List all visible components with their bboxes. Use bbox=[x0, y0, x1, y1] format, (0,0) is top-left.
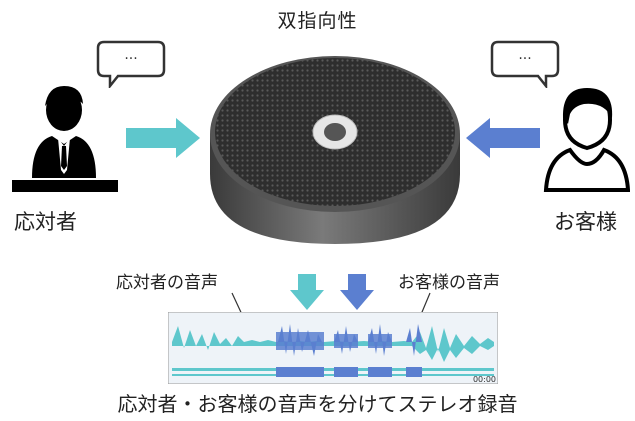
right-speech-bubble: ··· bbox=[490, 40, 560, 88]
left-speech-bubble: ··· bbox=[96, 40, 166, 88]
right-bubble-text: ··· bbox=[518, 51, 531, 67]
blue-arrow-left-icon bbox=[466, 118, 540, 158]
bottom-caption: 応対者・お客様の音声を分けてステレオ録音 bbox=[117, 392, 518, 416]
customer-voice-label: お客様の音声 bbox=[398, 273, 500, 293]
diagram-title: 双指向性 bbox=[277, 10, 358, 32]
operator-voice-label: 応対者の音声 bbox=[116, 273, 218, 293]
waveform-time-readout: 00:00 bbox=[472, 375, 496, 384]
teal-arrow-right-icon bbox=[126, 118, 200, 158]
teal-arrow-down-icon bbox=[290, 274, 324, 310]
waveform-graphic bbox=[167, 311, 499, 385]
customer-person-icon bbox=[543, 88, 630, 192]
customer-label: お客様 bbox=[554, 210, 617, 234]
left-bubble-text: ··· bbox=[124, 51, 137, 67]
stereo-waveform-panel: 00:00 bbox=[167, 311, 499, 385]
bidirectional-microphone-device bbox=[210, 56, 460, 244]
blue-arrow-down-icon bbox=[340, 274, 374, 310]
operator-label: 応対者 bbox=[14, 210, 77, 234]
operator-person-icon bbox=[12, 86, 118, 192]
